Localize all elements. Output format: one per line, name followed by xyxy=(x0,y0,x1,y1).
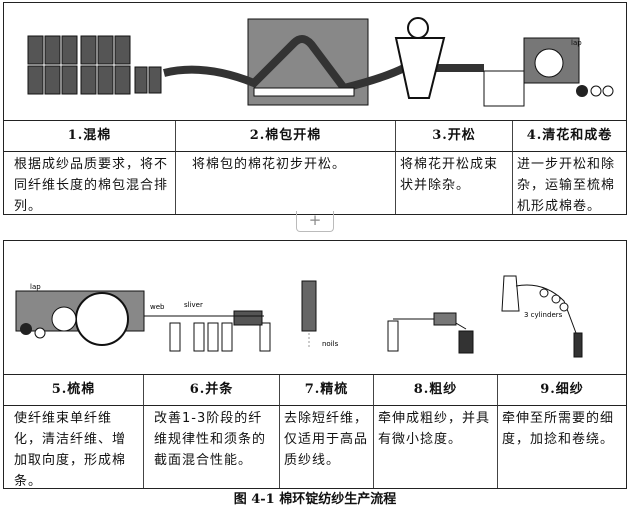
step-header: 8.粗纱 xyxy=(374,375,498,406)
figure-caption: 图 4-1 棉环锭纺纱生产流程 xyxy=(233,492,397,507)
step-description: 牵伸成粗纱，并具有微小捻度。 xyxy=(374,406,498,488)
top-header-row: 1.混棉 2.棉包开棉 3.开松 4.清花和成卷 xyxy=(4,121,626,152)
expand-button[interactable]: + xyxy=(296,211,334,232)
cylinders-label: 3 cylinders xyxy=(524,311,563,319)
step-header: 4.清花和成卷 xyxy=(513,121,626,152)
bottom-process-table: lap web sliver noils 3 cylinders 5.梳棉 6.… xyxy=(3,240,627,489)
step-header: 1.混棉 xyxy=(4,121,176,152)
bottom-process-illustration: lap web sliver noils 3 cylinders xyxy=(4,241,626,375)
top-process-table: lap 1.混棉 2.棉包开棉 3.开松 4.清花和成卷 根据成纱品质要求，将不… xyxy=(3,2,627,215)
step-description: 使纤维束单纤维化，清洁纤维、增加取向度，形成棉条。 xyxy=(4,406,144,489)
step-description: 进一步开松和除杂，运输至梳棉机形成棉卷。 xyxy=(517,157,616,214)
step-description: 根据成纱品质要求，将不同纤维长度的棉包混合排列。 xyxy=(4,152,176,214)
lap-label: lap xyxy=(30,283,41,291)
spinning-machinery-drawing: lap web sliver noils 3 cylinders xyxy=(15,275,583,358)
step-description: 改善1-3阶段的纤维规律性和须条的截面混合性能。 xyxy=(144,406,280,488)
step-header: 6.并条 xyxy=(144,375,280,406)
step-header: 7.精梳 xyxy=(280,375,374,406)
lap-label: lap xyxy=(571,39,582,47)
top-process-illustration: lap xyxy=(4,3,626,121)
step-description: 牵伸至所需要的细度，加捻和卷绕。 xyxy=(502,411,615,447)
web-label: web xyxy=(150,303,165,311)
top-description-row: 根据成纱品质要求，将不同纤维长度的棉包混合排列。 将棉包的棉花初步开松。 将棉花… xyxy=(4,152,626,214)
step-description: 将棉花开松成束状并除杂。 xyxy=(396,152,513,214)
step-header: 9.细纱 xyxy=(498,375,626,406)
step-description: 将棉包的棉花初步开松。 xyxy=(176,152,396,214)
bottom-description-row: 使纤维束单纤维化，清洁纤维、增加取向度，形成棉条。 改善1-3阶段的纤维规律性和… xyxy=(4,406,626,489)
step-header: 2.棉包开棉 xyxy=(176,121,396,152)
step-header: 5.梳棉 xyxy=(4,375,144,406)
sliver-label: sliver xyxy=(184,301,203,309)
opening-machinery-drawing: lap xyxy=(27,17,614,107)
noils-label: noils xyxy=(322,340,339,348)
step-description: 去除短纤维，仅适用于高品质纱线。 xyxy=(280,406,374,488)
bottom-header-row: 5.梳棉 6.并条 7.精梳 8.粗纱 9.细纱 xyxy=(4,375,626,406)
step-header: 3.开松 xyxy=(396,121,513,152)
